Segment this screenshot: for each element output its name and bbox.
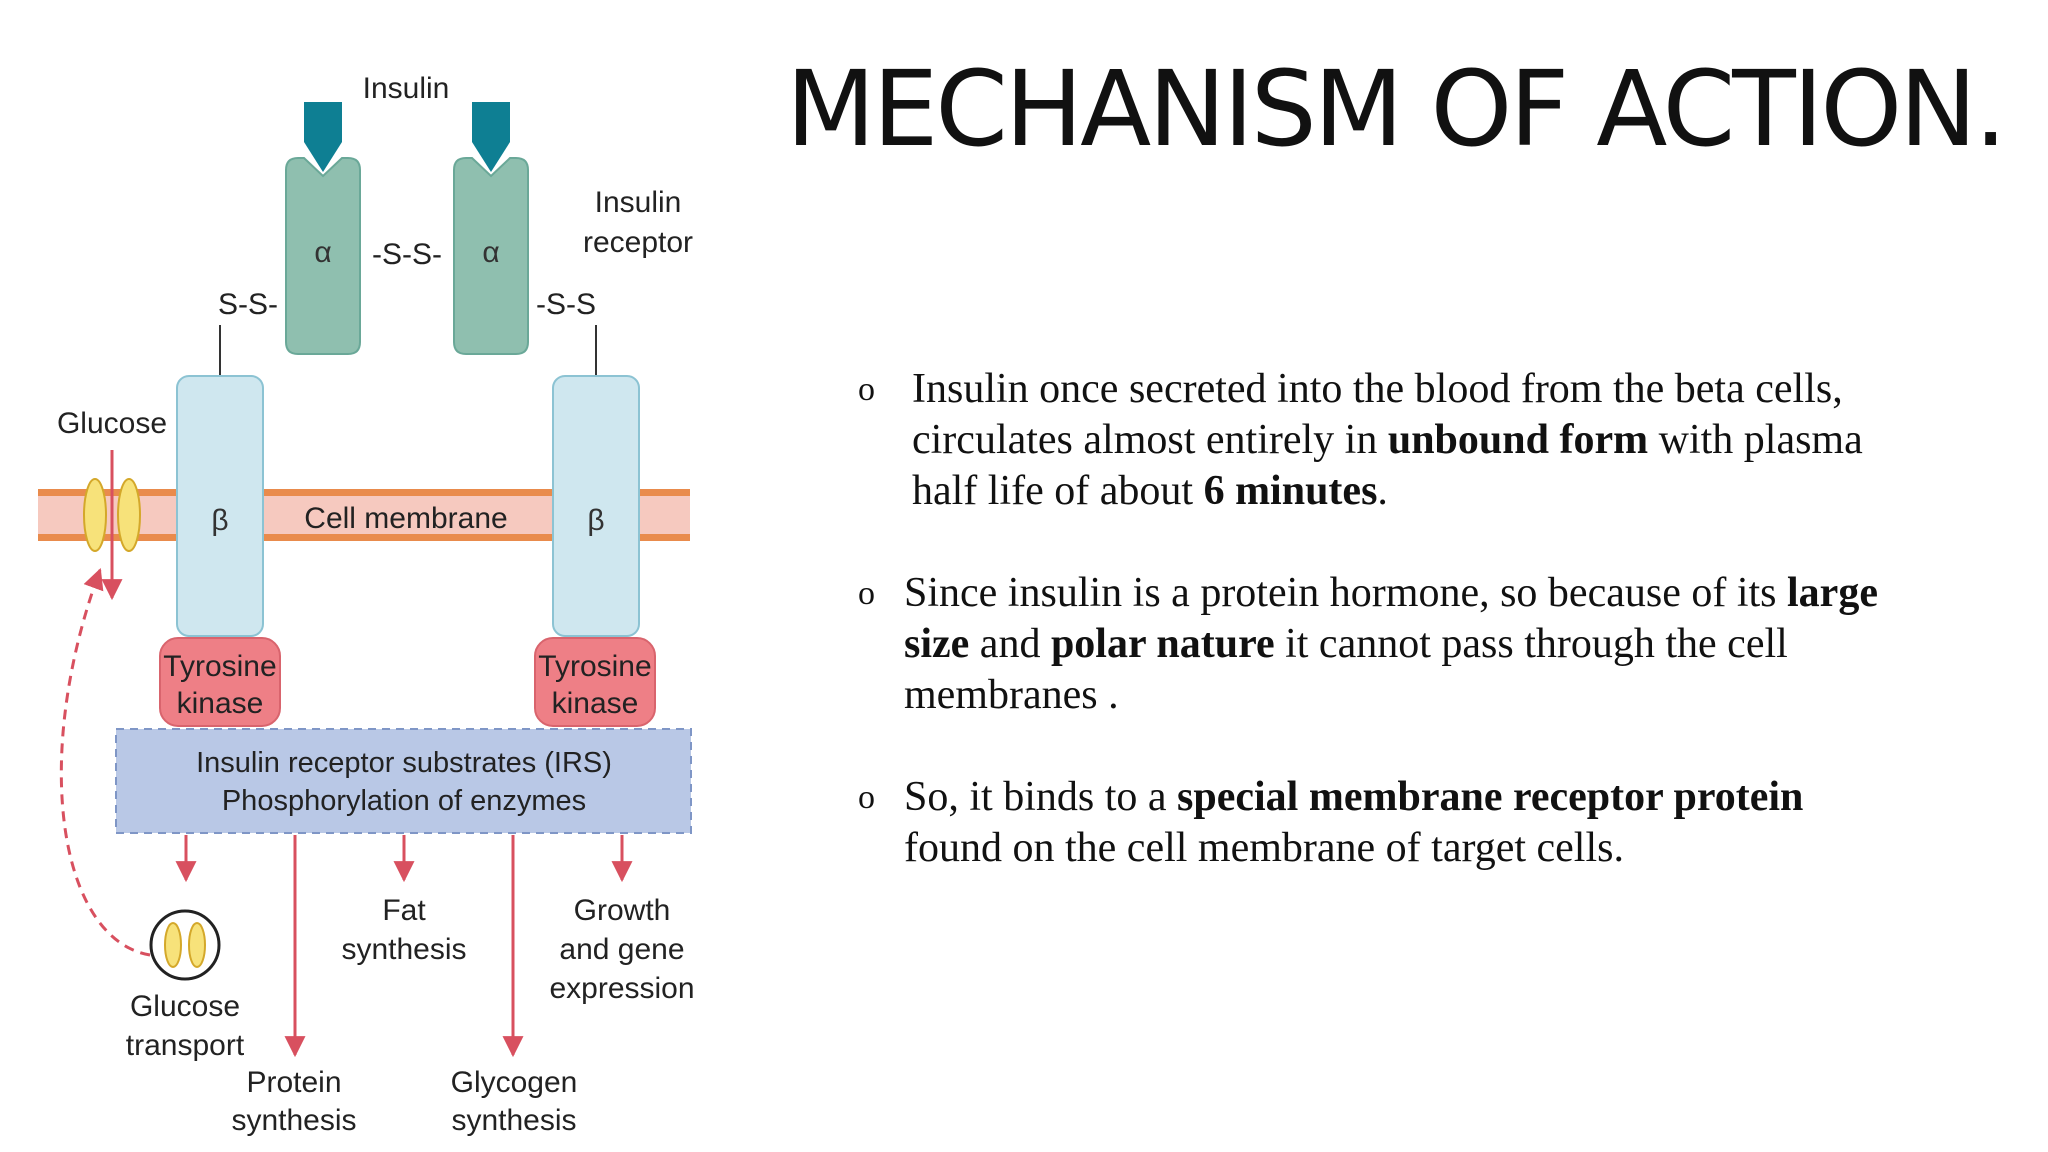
alpha-subunit-right [453,157,529,355]
bullet-bold-text: 6 minutes [1203,468,1378,514]
bullet-marker: o [858,371,875,408]
bullet-text-segment: and [969,621,1051,667]
bullet-text: Insulin once secreted into the blood fro… [912,364,1892,517]
bullet-bold-text: polar nature [1050,621,1275,667]
tyrosine-kinase-left-line2: kinase [177,687,264,720]
glucose-transporter-vesicle-icon [149,909,221,981]
glucose-transport-label-line1: Glucose [130,990,240,1023]
tyrosine-kinase-right-line2: kinase [552,687,639,720]
bullet-marker: o [858,779,875,816]
glucose-channel-icon [83,478,141,552]
bullet-text-segment: . [1377,468,1388,514]
bullet-text-segment: with plasma half life of about [912,417,1863,514]
insulin-molecule-icon [472,102,510,172]
glucose-transporter-recycle-arrow [59,568,151,957]
bullet-text-segment: Insulin once secreted into the blood fro… [912,366,1843,463]
fat-synthesis-label-line2: synthesis [341,933,466,966]
slide-title: MECHANISM OF ACTION. [785,48,2007,170]
bullet-text: So, it binds to a special membrane recep… [904,772,1884,874]
glucose-transport-label-line2: transport [126,1029,245,1062]
beta-symbol-left: β [211,504,228,537]
bullet-text-segment: So, it binds to a [904,774,1178,820]
insulin-receptor-label-line1: Insulin [595,186,682,219]
insulin-label: Insulin [363,72,450,105]
cell-membrane-label: Cell membrane [304,502,507,535]
glucose-label: Glucose [57,407,167,440]
growth-label-line2: and gene [559,933,684,966]
alpha-subunit-left [285,157,361,355]
bullet-bold-text: unbound form [1387,417,1649,463]
growth-label-line1: Growth [574,894,671,927]
beta-subunit-right [552,375,640,637]
beta-subunit-left [176,375,264,637]
insulin-receptor-label-line2: receptor [583,226,693,259]
tyrosine-kinase-right-line1: Tyrosine [538,650,651,683]
bullet-text-segment: it cannot pass through the cell membrane… [904,621,1788,718]
disulfide-bond-left: S-S- [218,288,278,321]
alpha-symbol-left: α [314,236,331,269]
fat-synthesis-label-line1: Fat [382,894,426,927]
glycogen-synthesis-label-line1: Glycogen [451,1066,578,1099]
tyrosine-kinase-left-line1: Tyrosine [163,650,276,683]
alpha-symbol-right: α [482,236,499,269]
bullet-bold-text: special membrane receptor protein [1177,774,1804,820]
bullet-marker: o [858,575,875,612]
bullet-text-segment: found on the cell membrane of target cel… [904,825,1624,871]
irs-box [115,728,692,834]
irs-label-line1: Insulin receptor substrates (IRS) [196,747,612,779]
glycogen-synthesis-label-line2: synthesis [451,1104,576,1137]
bullet-bold-text: large size [904,570,1878,667]
tyrosine-kinase-left [159,637,281,727]
insulin-molecule-icon [304,102,342,172]
protein-synthesis-label-line1: Protein [246,1066,341,1099]
bullet-text-segment: Since insulin is a protein hormone, so b… [904,570,1788,616]
tyrosine-kinase-right [534,637,656,727]
growth-label-line3: expression [549,972,694,1005]
disulfide-bond-right: -S-S [536,288,596,321]
beta-symbol-right: β [587,504,604,537]
insulin-receptor-diagram: Cell membrane Glucose Insulin Insulin re… [38,72,695,1137]
bullet-text: Since insulin is a protein hormone, so b… [904,568,1884,721]
irs-label-line2: Phosphorylation of enzymes [222,785,586,817]
protein-synthesis-label-line2: synthesis [231,1104,356,1137]
disulfide-bond-center: -S-S- [372,238,442,271]
